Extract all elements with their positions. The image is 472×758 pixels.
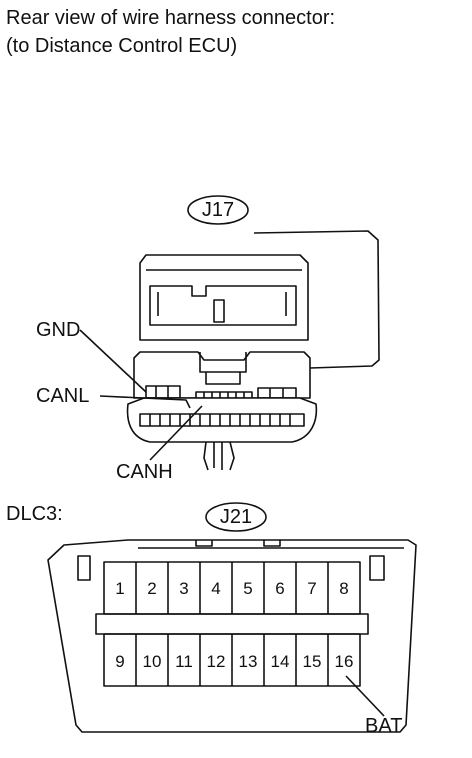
pin-15: 15: [303, 652, 322, 671]
j21-badge-oval: [205, 502, 267, 532]
j17-badge-oval: [187, 195, 249, 225]
canh-label: CANH: [116, 461, 173, 483]
pin-6: 6: [275, 579, 284, 598]
canl-leader: [99, 395, 191, 409]
pin-14: 14: [271, 652, 290, 671]
dlc3-bottom-pin-numbers: 9 10 11 12 13 14 15 16: [115, 652, 353, 671]
bat-leader: [345, 675, 385, 717]
pin-7: 7: [307, 579, 316, 598]
bat-label: BAT: [365, 715, 403, 737]
pin-10: 10: [143, 652, 162, 671]
dlc3-bottom-row: [103, 633, 361, 687]
pin-8: 8: [339, 579, 348, 598]
pin-4: 4: [211, 579, 220, 598]
pin-9: 9: [115, 652, 124, 671]
dlc3-top-pin-numbers: 1 2 3 4 5 6 7 8: [115, 579, 348, 598]
gnd-leader: [79, 329, 147, 393]
pin-13: 13: [239, 652, 258, 671]
dlc3-center-key: [95, 613, 369, 635]
header-line-1: Rear view of wire harness connector:: [6, 7, 336, 29]
pin-3: 3: [179, 579, 188, 598]
dlc3-right-slot: [369, 555, 385, 581]
j21-connector-code: J21: [219, 506, 253, 528]
pin-2: 2: [147, 579, 156, 598]
j17-connector-code: J17: [201, 199, 235, 221]
pin-16: 16: [335, 652, 354, 671]
j17-cable-loop: [253, 230, 380, 369]
gnd-label: GND: [36, 319, 81, 341]
pin-11: 11: [175, 652, 193, 671]
j17-rear-cover: [126, 397, 318, 443]
pin-1: 1: [115, 579, 124, 598]
pin-12: 12: [207, 652, 226, 671]
j17-upper-housing: [139, 254, 309, 341]
header-line-2: (to Distance Control ECU): [6, 35, 238, 57]
j17-wire-bundle: [203, 441, 235, 471]
canl-label: CANL: [36, 385, 90, 407]
pin-5: 5: [243, 579, 252, 598]
canh-leader: [149, 405, 203, 461]
dlc3-left-slot: [77, 555, 91, 581]
dlc3-title: DLC3:: [6, 503, 63, 525]
